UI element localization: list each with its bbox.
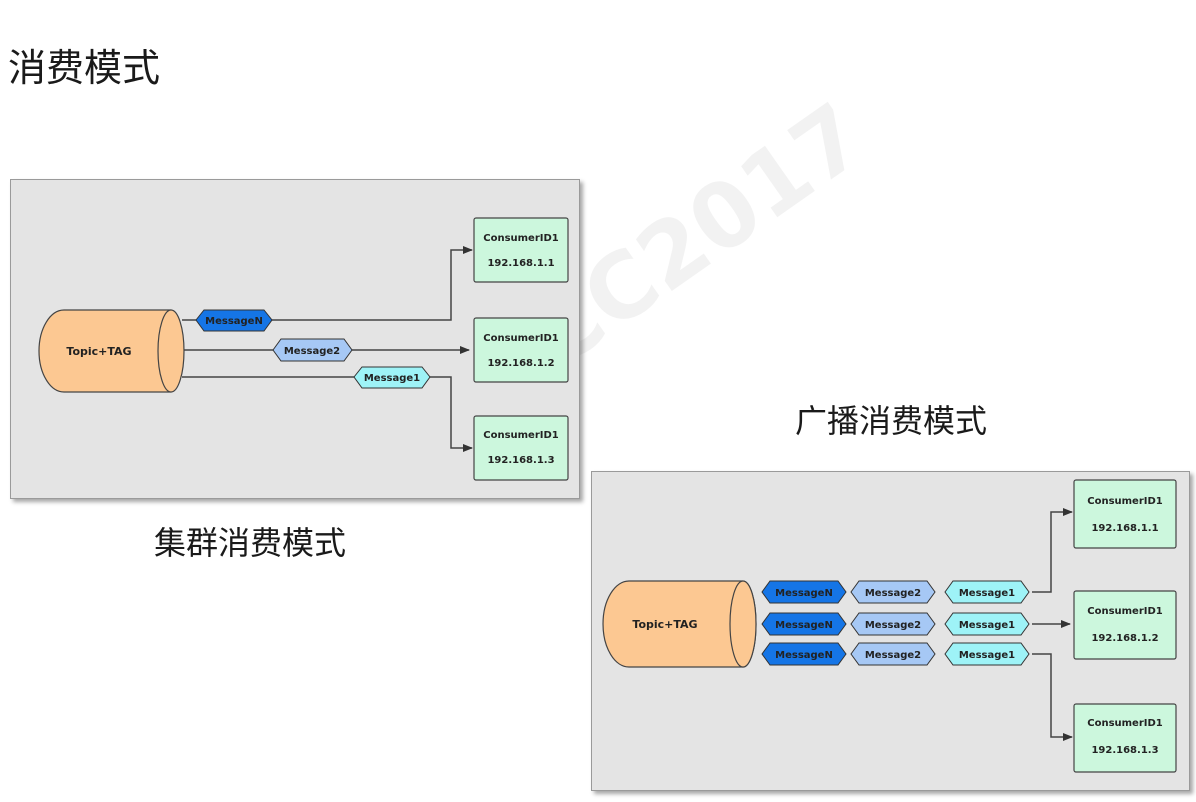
cluster-consumer-1: ConsumerID1 192.168.1.1 [473,217,569,283]
cluster-topic-label: Topic+TAG [66,345,131,358]
connector-to-consumer-3 [182,376,473,452]
cluster-diagram: Topic+TAG MessageN Message2 Message1 Con… [38,217,569,481]
broadcast-row-3-message-1-label: Message1 [959,650,1015,661]
broadcast-row-1-message-n: MessageN [761,580,847,604]
broadcast-row-2-message-1: Message1 [944,612,1030,636]
broadcast-topic-label: Topic+TAG [632,618,697,631]
broadcast-consumer-3-ip: 192.168.1.3 [1091,745,1158,756]
cluster-consumer-3: ConsumerID1 192.168.1.3 [473,415,569,481]
broadcast-row-2-message-n-label: MessageN [775,620,833,631]
broadcast-connector-3 [1032,653,1073,741]
broadcast-row-1-message-2-label: Message2 [865,588,921,599]
broadcast-topic-cylinder: Topic+TAG [602,580,757,668]
cluster-message-n: MessageN [195,309,273,332]
cluster-message-1-label: Message1 [364,373,420,384]
broadcast-row-1-message-1: Message1 [944,580,1030,604]
broadcast-row-2-message-2-label: Message2 [865,620,921,631]
broadcast-row-3-message-n-label: MessageN [775,650,833,661]
broadcast-consumer-3-name: ConsumerID1 [1087,718,1163,729]
broadcast-consumer-1: ConsumerID1 192.168.1.1 [1073,479,1177,549]
cluster-message-2: Message2 [272,338,353,362]
cluster-consumer-3-name: ConsumerID1 [483,430,559,441]
cluster-consumer-2-ip: 192.168.1.2 [487,358,554,369]
broadcast-row-1-message-2: Message2 [850,580,936,604]
connector-to-consumer-1 [182,246,473,321]
broadcast-consumer-2-name: ConsumerID1 [1087,606,1163,617]
cluster-message-n-label: MessageN [205,316,263,327]
broadcast-row-2-message-n: MessageN [761,612,847,636]
broadcast-row-3-message-2-label: Message2 [865,650,921,661]
cluster-caption: 集群消费模式 [154,524,347,562]
broadcast-row-1-message-n-label: MessageN [775,588,833,599]
cluster-message-1: Message1 [353,366,431,389]
broadcast-connectors [1032,508,1073,741]
cluster-consumer-1-ip: 192.168.1.1 [487,258,554,269]
cluster-consumer-2: ConsumerID1 192.168.1.2 [473,317,569,383]
broadcast-row-3-message-1: Message1 [944,642,1030,666]
cluster-topic-cylinder: Topic+TAG [38,309,185,393]
cluster-message-2-label: Message2 [284,346,340,357]
broadcast-consumer-1-ip: 192.168.1.1 [1091,523,1158,534]
broadcast-row-2-message-2: Message2 [850,612,936,636]
broadcast-row-2-message-1-label: Message1 [959,620,1015,631]
broadcast-row-3-message-n: MessageN [761,642,847,666]
cluster-consumer-1-name: ConsumerID1 [483,233,559,244]
page-title: 消费模式 [8,46,161,90]
broadcast-consumer-3: ConsumerID1 192.168.1.3 [1073,703,1177,773]
broadcast-row-1-message-1-label: Message1 [959,588,1015,599]
broadcast-consumer-1-name: ConsumerID1 [1087,496,1163,507]
broadcast-consumer-2: ConsumerID1 192.168.1.2 [1073,590,1177,660]
broadcast-caption: 广播消费模式 [795,402,988,440]
broadcast-consumer-2-ip: 192.168.1.2 [1091,633,1158,644]
cluster-consumer-3-ip: 192.168.1.3 [487,455,554,466]
broadcast-row-3-message-2: Message2 [850,642,936,666]
cluster-consumer-2-name: ConsumerID1 [483,333,559,344]
broadcast-connector-1 [1032,508,1073,593]
cluster-diagram-panel: Topic+TAG MessageN Message2 Message1 Con… [10,179,580,499]
